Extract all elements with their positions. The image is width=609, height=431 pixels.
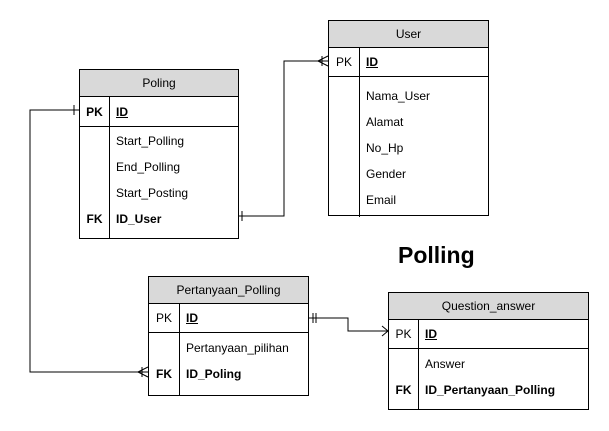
key-column <box>389 320 419 348</box>
attribute: End_Polling <box>116 160 181 174</box>
entity-title: Poling <box>80 70 238 97</box>
pk-row: PK ID <box>149 304 308 333</box>
relationship-poling-pertanyaan <box>29 105 149 378</box>
pk-field: ID <box>366 55 378 69</box>
relationship-pertanyaan-question-answer <box>309 313 389 337</box>
entity-title: Pertanyaan_Polling <box>149 277 308 304</box>
key-column <box>80 97 110 126</box>
fk-field: ID_User <box>116 212 162 226</box>
pk-field: ID <box>425 327 437 341</box>
attribute: Email <box>366 193 397 207</box>
entity-poling[interactable]: Poling PK ID Start_Polling End_Polling S… <box>79 69 239 239</box>
attribute: Start_Polling <box>116 134 185 148</box>
diagram-title: Polling <box>398 242 475 268</box>
pk-row: PK ID <box>80 97 238 127</box>
pk-label: PK <box>395 327 412 341</box>
pk-field: ID <box>186 311 198 325</box>
key-column <box>149 333 180 395</box>
relationship-poling-user <box>239 55 329 221</box>
attribute: Nama_User <box>366 89 431 103</box>
attribute: No_Hp <box>366 141 404 155</box>
fk-field: ID_Pertanyaan_Polling <box>425 383 556 397</box>
pk-row: PK ID <box>389 320 588 349</box>
pk-label: PK <box>335 55 352 69</box>
pk-label: PK <box>86 105 103 119</box>
key-column <box>149 304 180 332</box>
attribute: Start_Posting <box>116 186 189 200</box>
pk-field: ID <box>116 105 128 119</box>
key-column <box>329 77 360 217</box>
entity-user[interactable]: User PK ID Nama_User Alamat No_Hp Gender… <box>328 20 489 217</box>
pk-row: PK ID <box>329 48 488 77</box>
attribute: Alamat <box>366 115 404 129</box>
entity-title: Question_answer <box>389 293 588 320</box>
fk-label: FK <box>395 383 412 397</box>
fk-field: ID_Poling <box>186 367 242 381</box>
fk-label: FK <box>86 212 103 226</box>
key-column <box>389 349 419 410</box>
attribute: Answer <box>425 357 466 371</box>
entity-question-answer[interactable]: Question_answer PK ID Answer FK ID_Perta… <box>388 292 589 410</box>
attribute: Pertanyaan_pilihan <box>186 341 289 355</box>
fk-label: FK <box>156 367 172 381</box>
key-column <box>329 48 360 76</box>
entity-pertanyaan-polling[interactable]: Pertanyaan_Polling PK ID Pertanyaan_pili… <box>148 276 309 396</box>
key-column <box>80 127 110 239</box>
entity-title: User <box>329 21 488 48</box>
attribute: Gender <box>366 167 407 181</box>
pk-label: PK <box>155 311 172 325</box>
